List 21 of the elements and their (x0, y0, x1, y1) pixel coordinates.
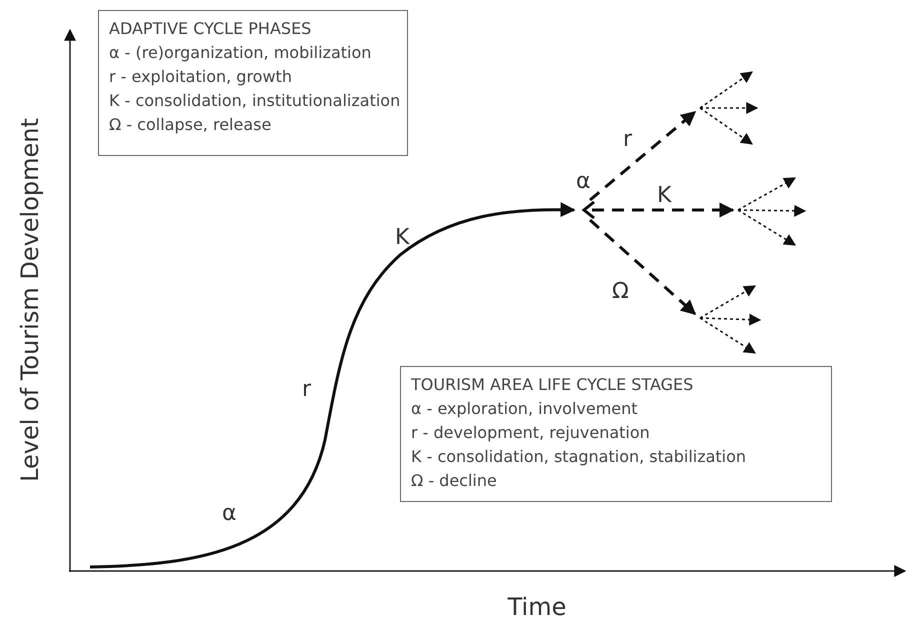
phase-description: K - consolidation, institutionalization (109, 90, 397, 112)
phase-label: α (222, 502, 237, 526)
phase-label: Ω (612, 280, 629, 304)
phase-description: α - exploration, involvement (411, 398, 639, 420)
phase-label: r (302, 378, 312, 402)
phase-label: r (623, 128, 632, 152)
phase-description: Ω - decline (411, 470, 498, 492)
phase-description: r - development, rejuvenation (411, 422, 651, 444)
legend-box (98, 10, 408, 156)
phase-description: K - consolidation, stagnation, stabilization (411, 446, 748, 468)
axis-title: Level of Tourism Development (18, 118, 42, 482)
box-heading: ADAPTIVE CYCLE PHASES (109, 18, 312, 40)
phase-description: α - (re)organization, mobilization (109, 42, 372, 64)
phase-label: K (657, 184, 672, 208)
phase-description: Ω - collapse, release (109, 114, 272, 136)
phase-description: r - exploitation, growth (109, 66, 293, 88)
axis-title: Time (508, 595, 566, 619)
box-heading: TOURISM AREA LIFE CYCLE STAGES (411, 374, 694, 396)
phase-label: K (395, 226, 410, 250)
legend-box (400, 366, 832, 502)
phase-label: α (576, 170, 591, 194)
